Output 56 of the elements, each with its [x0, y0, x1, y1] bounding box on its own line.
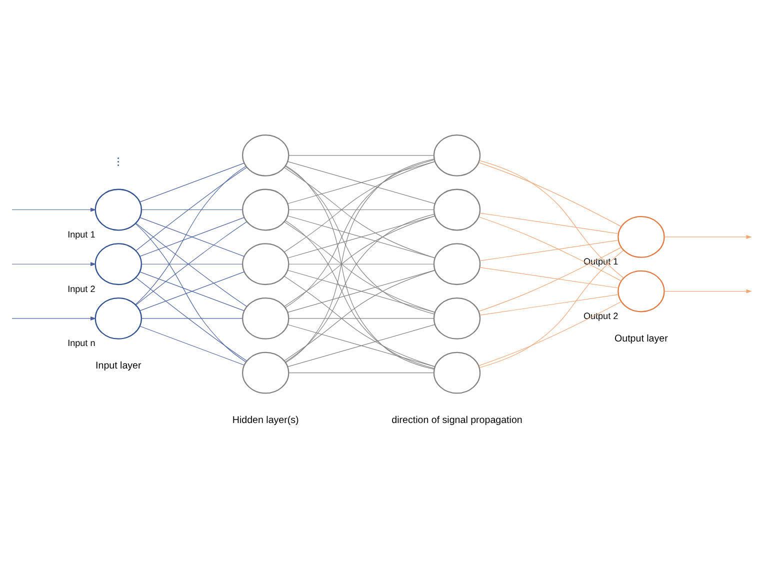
- connector: [288, 209, 434, 210]
- connector: [479, 160, 624, 278]
- connector: [287, 161, 436, 204]
- connector: [479, 212, 619, 234]
- node-label: Output 2: [583, 310, 618, 321]
- connector: [288, 155, 434, 156]
- connector: [478, 216, 622, 282]
- label: Input layer: [96, 360, 142, 372]
- connector: [136, 277, 248, 362]
- arrow: [664, 289, 752, 294]
- node-circle: [433, 134, 481, 176]
- connector: [479, 294, 619, 316]
- label: Output layer: [614, 333, 668, 344]
- node-circle: [242, 352, 290, 394]
- connector: [288, 318, 434, 319]
- node-circle: [618, 216, 665, 258]
- connector: [478, 301, 622, 366]
- node-circle: [242, 188, 290, 231]
- connector: [141, 318, 243, 319]
- connector: [140, 162, 245, 202]
- connector: [478, 162, 622, 227]
- connector: [135, 224, 246, 362]
- node-circle: [433, 298, 481, 340]
- node-circle: [94, 298, 142, 340]
- node-label: Input 2: [68, 284, 96, 294]
- node-circle: [242, 243, 290, 286]
- node-circle: [433, 243, 481, 286]
- connector: [140, 217, 245, 257]
- connector: [479, 250, 624, 368]
- arrow: [664, 234, 752, 239]
- node-label: Output 1: [583, 256, 618, 267]
- node-label: Input 1: [68, 229, 96, 240]
- connector: [479, 267, 619, 288]
- connector: [288, 372, 434, 374]
- node-circle: [433, 352, 481, 394]
- arrow: [12, 262, 96, 266]
- label: ⋮: [112, 156, 124, 168]
- connector: [287, 216, 436, 258]
- connector: [479, 240, 619, 262]
- label: direction of signal propagation: [392, 414, 522, 426]
- node-circle: [618, 270, 665, 312]
- label: Hidden layer(s): [232, 414, 299, 426]
- connector: [141, 209, 243, 210]
- connector: [135, 166, 246, 305]
- arrow: [12, 208, 96, 212]
- node-circle: [433, 188, 481, 231]
- connector: [136, 167, 248, 251]
- arrow: [12, 316, 96, 320]
- connector: [140, 326, 245, 366]
- node-circle: [94, 188, 142, 231]
- node-circle: [242, 298, 290, 340]
- node-label: Input n: [68, 338, 96, 348]
- connector: [478, 247, 622, 312]
- node-circle: [242, 134, 290, 176]
- connector: [287, 270, 436, 313]
- node-circle: [94, 243, 142, 286]
